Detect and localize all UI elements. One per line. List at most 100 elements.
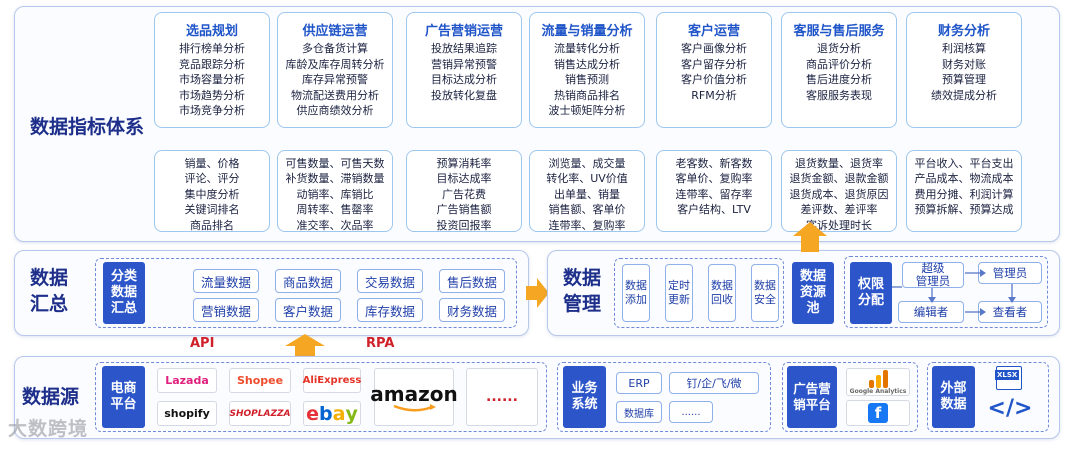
metric-item: 客户结构、LTV bbox=[677, 203, 751, 217]
analysis-item: 波士顿矩阵分析 bbox=[548, 104, 626, 118]
analysis-item: 排行榜单分析 bbox=[179, 42, 245, 55]
im-tools-chip: 钉/企/飞/微 bbox=[669, 372, 759, 394]
analysis-card: 客服与售后服务退货分析商品评价分析售后进度分析客服服务表现 bbox=[781, 12, 897, 128]
analysis-card-title: 供应链运营 bbox=[302, 24, 368, 39]
shoplazza-logo: SHOPLAZZA bbox=[229, 401, 291, 426]
more-business-chip: ...... bbox=[669, 401, 713, 423]
metric-item: 连带率、留存率 bbox=[675, 187, 753, 201]
ad-platform-box: 广告营 销平台 bbox=[787, 366, 837, 428]
aggregation-chip: 交易数据 bbox=[357, 269, 423, 293]
aggregation-chip: 流量数据 bbox=[193, 269, 259, 293]
analysis-item: 供应商绩效分析 bbox=[296, 104, 374, 118]
management-step: 数据 安全 bbox=[751, 264, 779, 322]
analysis-item: 库龄及库存周转分析 bbox=[285, 57, 385, 71]
analysis-card: 选品规划排行榜单分析竞品跟踪分析市场容量分析市场趋势分析市场竞争分析 bbox=[154, 12, 270, 128]
analysis-item: 售后进度分析 bbox=[806, 73, 872, 87]
role-connector-lines bbox=[892, 269, 1016, 316]
ecommerce-dash-box bbox=[95, 362, 547, 432]
metric-item: 补货数量、滞销数量 bbox=[285, 172, 385, 186]
analysis-item: 退货分析 bbox=[817, 42, 861, 55]
analysis-item: 客户画像分析 bbox=[681, 42, 747, 55]
management-step: 定时 更新 bbox=[665, 264, 693, 322]
analysis-item: 销售达成分析 bbox=[554, 57, 620, 71]
arrow-right-icon bbox=[526, 278, 549, 308]
metrics-system-label: 数据指标体系 bbox=[30, 116, 145, 138]
shopify-logo: shopify bbox=[157, 401, 217, 426]
analysis-card-title: 财务分析 bbox=[937, 24, 990, 39]
analysis-item: 预算管理 bbox=[942, 73, 986, 87]
metric-item: 广告花费 bbox=[442, 187, 486, 201]
lazada-logo: Lazada bbox=[157, 368, 217, 393]
metric-item: 预算拆解、预算达成 bbox=[914, 203, 1014, 217]
metric-item: 客诉处理时长 bbox=[806, 218, 872, 232]
analysis-item: 竞品跟踪分析 bbox=[179, 57, 245, 71]
role-chip: 编辑者 bbox=[898, 301, 964, 323]
api-label: API bbox=[190, 336, 215, 351]
metrics-card: 预算消耗率目标达成率广告花费广告销售额投资回报率 bbox=[406, 150, 522, 232]
metric-item: 广告销售额 bbox=[436, 203, 492, 217]
database-chip: 数据库 bbox=[616, 401, 662, 423]
analysis-item: 目标达成分析 bbox=[431, 73, 497, 87]
analysis-item: 利润核算 bbox=[942, 42, 986, 55]
permission-dash-box bbox=[844, 256, 1048, 328]
management-label: 数据 管理 bbox=[563, 267, 602, 315]
metric-item: 准交率、次品率 bbox=[296, 218, 374, 232]
analysis-item: 销售预测 bbox=[565, 73, 609, 87]
facebook-logo: f bbox=[846, 400, 910, 426]
analysis-item: 商品评价分析 bbox=[806, 57, 872, 71]
code-icon: </> bbox=[987, 395, 1033, 421]
metrics-card: 销量、价格评论、评分集中度分析关键词排名商品排名 bbox=[154, 150, 270, 232]
metric-item: 销售额、客单价 bbox=[548, 203, 626, 217]
aliexpress-logo: AliExpress bbox=[303, 368, 361, 393]
watermark: 大数跨境 bbox=[8, 418, 89, 440]
metric-item: 动销率、库销比 bbox=[296, 187, 374, 201]
analysis-item: 多仓备货计算 bbox=[302, 42, 368, 55]
management-step: 数据 添加 bbox=[622, 264, 650, 322]
metrics-card: 老客数、新客数客单价、复购率连带率、留存率客户结构、LTV bbox=[656, 150, 772, 232]
analysis-card: 流量与销量分析流量转化分析销售达成分析销售预测热销商品排名波士顿矩阵分析 bbox=[529, 12, 645, 128]
analysis-item: 市场趋势分析 bbox=[179, 88, 245, 102]
erp-chip: ERP bbox=[616, 372, 662, 394]
metric-item: 销量、价格 bbox=[184, 157, 240, 170]
metric-item: 转化率、UV价值 bbox=[546, 172, 628, 186]
management-dash-box bbox=[614, 258, 784, 328]
analysis-item: 投放转化复盘 bbox=[431, 88, 497, 102]
metric-item: 费用分摊、利润计算 bbox=[914, 187, 1014, 201]
shopee-logo: Shopee bbox=[229, 368, 291, 393]
metric-item: 退货数量、退货率 bbox=[795, 157, 883, 170]
external-data-box: 外部 数据 bbox=[932, 366, 975, 428]
analysis-item: 热销商品排名 bbox=[554, 88, 620, 102]
analysis-item: RFM分析 bbox=[691, 88, 737, 102]
analysis-item: 客户价值分析 bbox=[681, 73, 747, 87]
role-chip: 管理员 bbox=[978, 262, 1042, 284]
metric-item: 出单量、销量 bbox=[554, 187, 620, 201]
aggregation-chip: 营销数据 bbox=[193, 298, 259, 322]
metrics-card: 浏览量、成交量转化率、UV价值出单量、销量销售额、客单价连带率、复购率 bbox=[529, 150, 645, 232]
data-pool-box: 数据 资源 池 bbox=[792, 262, 834, 324]
analysis-item: 客服服务表现 bbox=[806, 88, 872, 102]
metric-item: 目标达成率 bbox=[436, 172, 492, 186]
metric-item: 周转率、售罄率 bbox=[296, 203, 374, 217]
metric-item: 投资回报率 bbox=[436, 218, 492, 232]
metrics-card: 可售数量、可售天数补货数量、滞销数量动销率、库销比周转率、售罄率准交率、次品率 bbox=[277, 150, 393, 232]
analysis-card: 广告营销运营投放结果追踪营销异常预警目标达成分析投放转化复盘 bbox=[406, 12, 522, 128]
aggregation-chip: 售后数据 bbox=[439, 269, 505, 293]
analysis-item: 市场竞争分析 bbox=[179, 104, 245, 118]
amazon-logo: amazon bbox=[370, 368, 458, 426]
permission-box: 权限 分配 bbox=[850, 262, 892, 324]
metric-item: 客单价、复购率 bbox=[675, 172, 753, 186]
analysis-item: 营销异常预警 bbox=[431, 57, 497, 71]
metric-item: 差评数、差评率 bbox=[800, 203, 878, 217]
business-system-box: 业务 系统 bbox=[563, 366, 606, 428]
metric-item: 评论、评分 bbox=[184, 172, 240, 186]
metric-item: 连带率、复购率 bbox=[548, 218, 626, 232]
metric-item: 退货金额、退款金额 bbox=[789, 172, 889, 186]
analysis-card: 供应链运营多仓备货计算库龄及库存周转分析库存异常预警物流配送费用分析供应商绩效分… bbox=[277, 12, 393, 128]
analysis-item: 物流配送费用分析 bbox=[291, 88, 379, 102]
analysis-card-title: 广告营销运营 bbox=[424, 24, 503, 39]
arrow-up-source-icon bbox=[285, 334, 325, 356]
analysis-item: 投放结果追踪 bbox=[431, 42, 497, 55]
aggregation-chip: 库存数据 bbox=[357, 298, 423, 322]
analysis-item: 流量转化分析 bbox=[554, 42, 620, 55]
arrow-up-pool-icon bbox=[793, 222, 827, 252]
